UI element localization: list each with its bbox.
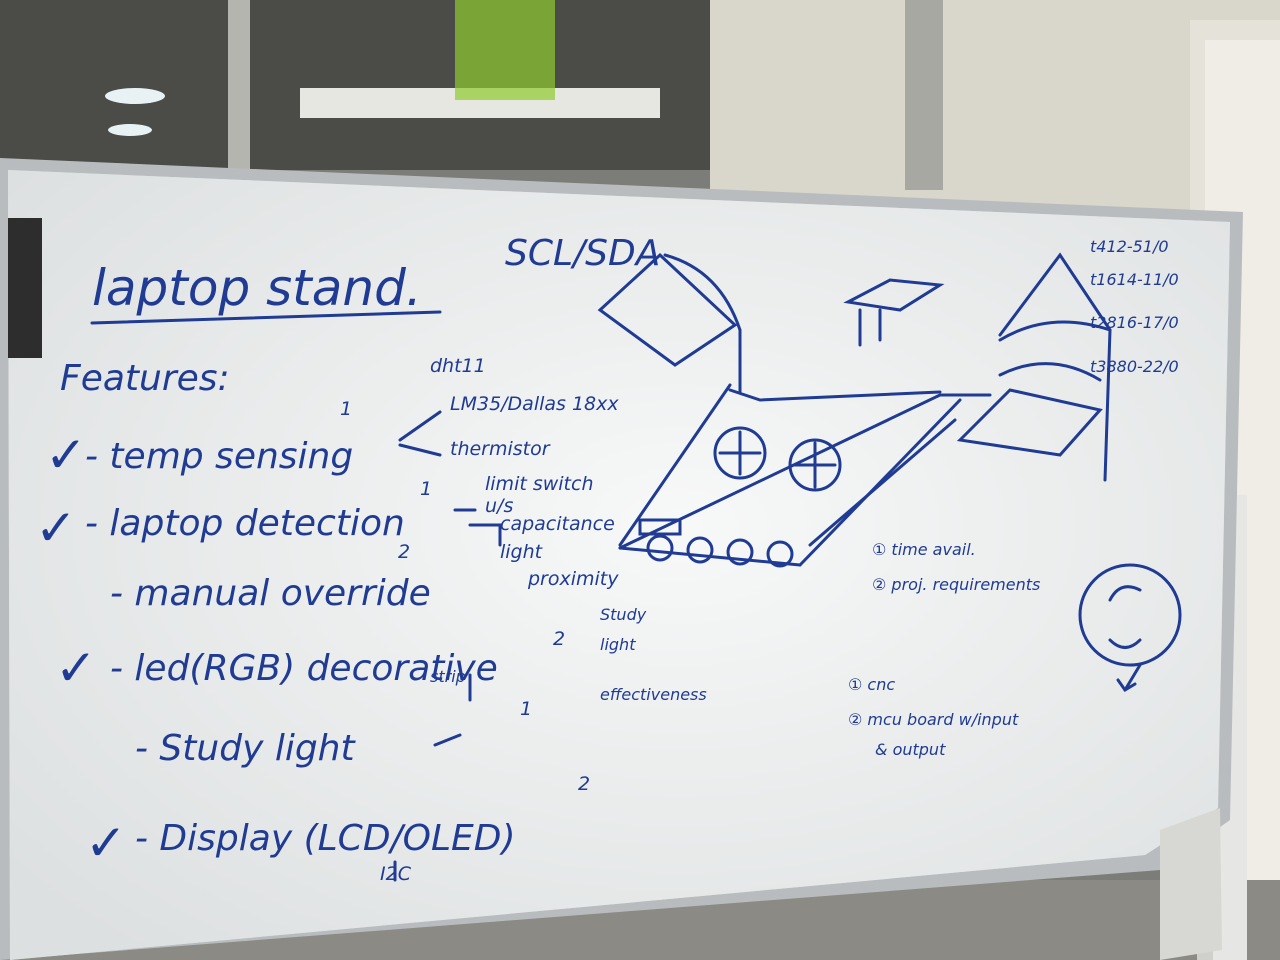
priority-marker: 1 bbox=[340, 398, 352, 420]
temp-list-item: t2816-17/0 bbox=[1090, 313, 1179, 332]
title-underline bbox=[90, 310, 442, 325]
feature-row: - Study light 1 bbox=[135, 698, 532, 769]
detection-option: limit switch bbox=[485, 473, 594, 495]
study-note-line: effectiveness bbox=[600, 685, 707, 704]
detection-option: light bbox=[500, 541, 544, 563]
check-mark: ✓ bbox=[45, 426, 87, 484]
feature-text: - led(RGB) decorative bbox=[110, 648, 498, 689]
display-sub-note: I2C bbox=[380, 863, 412, 885]
feature-row: ✓ - laptop detection 1 bbox=[35, 478, 432, 557]
detection-option: u/s bbox=[485, 495, 513, 517]
check-mark: ✓ bbox=[55, 639, 97, 697]
temp-option: LM35/Dallas 18xx bbox=[450, 393, 619, 415]
feature-text: - laptop detection bbox=[85, 503, 405, 544]
priority-marker: 2 bbox=[553, 628, 565, 650]
features-heading: Features: bbox=[60, 358, 230, 399]
sketch-lamp bbox=[597, 252, 738, 367]
priority-marker: 2 bbox=[398, 541, 410, 563]
method-item: ① cnc bbox=[848, 675, 895, 694]
detection-option: capacitance bbox=[500, 513, 615, 535]
method-item: ② mcu board w/input bbox=[848, 710, 1019, 729]
feature-text: - Study light bbox=[135, 728, 356, 769]
detection-option: proximity bbox=[527, 568, 619, 590]
feature-text: - manual override bbox=[110, 573, 431, 614]
feature-text: - Display (LCD/OLED) bbox=[135, 818, 516, 859]
priority-marker: 2 bbox=[578, 773, 590, 795]
bus-label: SCL/SDA bbox=[505, 233, 660, 274]
led-sub-note: strip bbox=[430, 667, 466, 686]
priority-marker: 1 bbox=[420, 478, 432, 500]
feature-row: ✓ - led(RGB) decorative 2 strip bbox=[55, 628, 565, 697]
priority-marker: 1 bbox=[520, 698, 532, 720]
criteria-item: ② proj. requirements bbox=[872, 575, 1040, 594]
check-mark: ✓ bbox=[85, 814, 127, 872]
feature-row: ✓ - Display (LCD/OLED) 2 I2C bbox=[85, 773, 590, 885]
check-mark: ✓ bbox=[35, 499, 77, 557]
method-item: & output bbox=[875, 740, 946, 759]
feature-row: - manual override 2 bbox=[110, 541, 431, 614]
temp-option: thermistor bbox=[450, 438, 551, 460]
study-note-line: Study bbox=[600, 605, 647, 624]
board-title: laptop stand. bbox=[92, 259, 422, 317]
study-note-line: light bbox=[600, 635, 636, 654]
feature-row: ✓ - temp sensing 1 bbox=[45, 398, 353, 484]
temp-option: dht11 bbox=[430, 355, 486, 377]
criteria-item: ① time avail. bbox=[872, 540, 976, 559]
temp-list-item: t3880-22/0 bbox=[1090, 357, 1179, 376]
temp-list-item: t412-51/0 bbox=[1090, 237, 1169, 256]
feature-text: - temp sensing bbox=[85, 436, 353, 477]
temp-list-item: t1614-11/0 bbox=[1090, 270, 1179, 289]
